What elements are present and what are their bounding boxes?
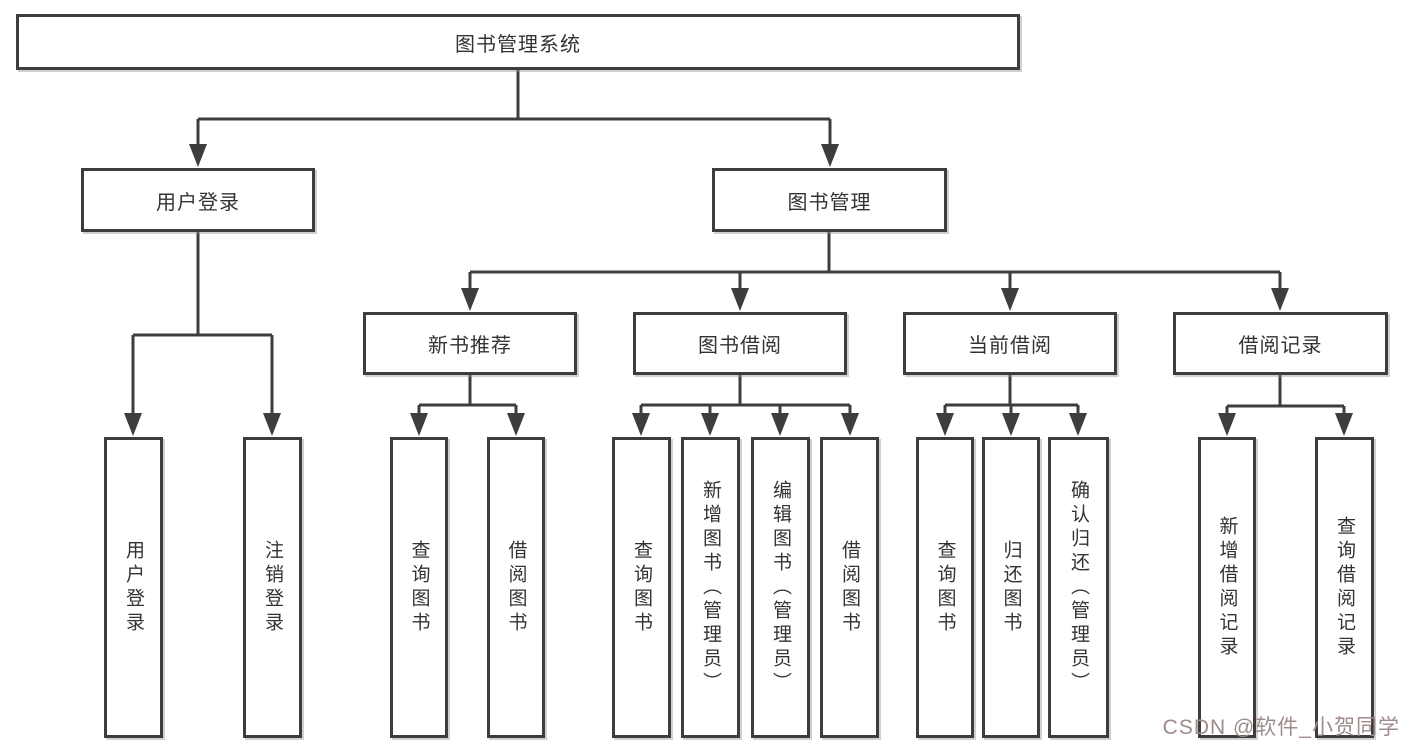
csdn-watermark: CSDN @软件_小贺同学 [1162, 716, 1400, 739]
leaf-logout: 注销登录 [243, 437, 302, 738]
node-user-login: 用户登录 [81, 168, 315, 232]
leaf-query-borrow-record: 查询借阅记录 [1315, 437, 1374, 738]
leaf-edit-book-admin: 编辑图书（管理员） [751, 437, 810, 738]
node-library-system: 图书管理系统 [16, 14, 1020, 70]
leaf-add-book-admin: 新增图书（管理员） [681, 437, 740, 738]
leaf-return-book: 归还图书 [982, 437, 1040, 738]
node-borrowing-records: 借阅记录 [1173, 312, 1388, 375]
leaf-add-borrow-record: 新增借阅记录 [1198, 437, 1256, 738]
leaf-user-login: 用户登录 [104, 437, 163, 738]
node-book-borrowing: 图书借阅 [633, 312, 847, 375]
leaf-confirm-return-admin: 确认归还（管理员） [1048, 437, 1109, 738]
leaf-query-books-recommend: 查询图书 [390, 437, 448, 738]
node-new-book-recommendation: 新书推荐 [363, 312, 577, 375]
node-current-borrowing: 当前借阅 [903, 312, 1117, 375]
leaf-borrow-books-recommend: 借阅图书 [487, 437, 545, 738]
leaf-query-books-borrow: 查询图书 [612, 437, 671, 738]
node-book-management: 图书管理 [712, 168, 947, 232]
leaf-query-books-current: 查询图书 [916, 437, 974, 738]
leaf-borrow-books: 借阅图书 [820, 437, 879, 738]
